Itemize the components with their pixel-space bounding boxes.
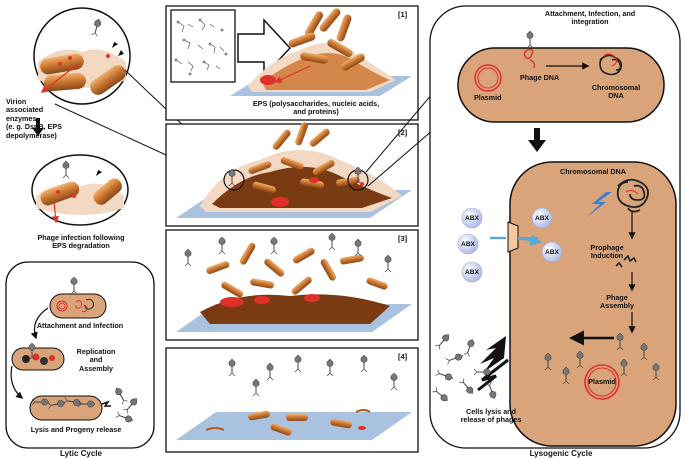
panel-number-2: [2] xyxy=(398,128,408,137)
label-prophage-induction: Prophage Induction xyxy=(590,243,624,261)
abx-label: ABX xyxy=(465,269,479,276)
panel-1 xyxy=(165,5,419,121)
label-phage-infection: Phage infection following EPS degradatio… xyxy=(37,233,125,251)
abx-label: ABX xyxy=(461,241,475,248)
label-plasmid-main: Plasmid xyxy=(588,377,616,386)
panel-4 xyxy=(165,347,419,453)
panel-2 xyxy=(165,122,419,227)
zoom-circle-enzymes xyxy=(33,7,131,105)
label-attach-infect-integration: Attachment, Infection, and integration xyxy=(544,9,636,27)
panel-number-3: [3] xyxy=(398,234,408,243)
down-arrow xyxy=(32,118,44,136)
caption-lysogenic-cycle: Lysogenic Cycle xyxy=(529,449,593,458)
curved-arrow xyxy=(10,365,24,399)
panel-3 xyxy=(165,229,419,341)
label-phage-dna: Phage DNA xyxy=(520,73,560,82)
label-virion-enzymes: Virion associated enzymes (e. g. DspB, E… xyxy=(6,97,62,140)
label-replication-assembly: Replication and Assembly xyxy=(76,347,116,373)
label-lysis-progeny: Lysis and Progeny release xyxy=(30,425,122,434)
label-cells-lysis: Cells lysis and release of phages xyxy=(460,407,522,425)
label-chromosomal-dna: Chromosomal DNA xyxy=(560,167,626,176)
panel-number-1: [1] xyxy=(398,10,408,19)
zoom-ellipse-infection xyxy=(31,154,129,226)
panel-number-4: [4] xyxy=(398,352,408,361)
big-down-arrow xyxy=(528,128,546,152)
abx-label: ABX xyxy=(535,215,549,222)
label-phage-assembly: Phage Assembly xyxy=(600,293,634,311)
label-chromosomal-dna-top: Chromosomal DNA xyxy=(591,83,641,101)
lytic-cell-replication xyxy=(11,342,65,371)
abx-label: ABX xyxy=(465,215,479,222)
released-phages xyxy=(431,332,509,404)
lytic-cell-lysis xyxy=(29,385,140,424)
abx-molecules xyxy=(457,207,563,283)
label-eps: EPS (polysaccharides, nucleic acids, and… xyxy=(252,99,380,117)
curved-arrow xyxy=(30,307,49,340)
label-plasmid-top: Plasmid xyxy=(474,93,502,102)
caption-lytic-cycle: Lytic Cycle xyxy=(60,449,102,458)
top-bacterial-cell xyxy=(457,30,665,123)
abx-label: ABX xyxy=(545,249,559,256)
lytic-cell-attachment xyxy=(49,276,107,319)
label-attachment-and-infection: Attachment and Infection xyxy=(36,321,124,330)
main-bacterial-cell xyxy=(490,161,677,447)
